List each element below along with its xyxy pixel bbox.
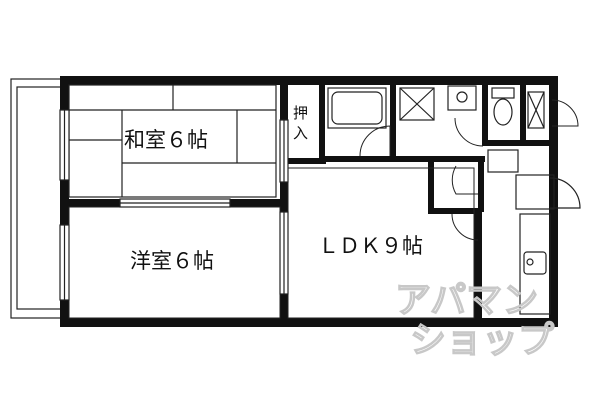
balcony bbox=[10, 78, 64, 319]
toilet bbox=[491, 87, 515, 126]
toilet-door bbox=[551, 99, 579, 127]
washing-machine bbox=[399, 87, 435, 121]
ldk-label: ＬＤＫ９帖 bbox=[318, 234, 423, 258]
bathtub bbox=[327, 87, 387, 129]
meter-box bbox=[527, 91, 545, 129]
hall-door bbox=[451, 165, 478, 195]
oshiire-label-1: 押 bbox=[293, 104, 308, 122]
watermark-line-1: アパマン bbox=[395, 280, 538, 321]
washitsu-label: 和室６帖 bbox=[124, 128, 208, 152]
yoshitsu-label: 洋室６帖 bbox=[130, 249, 214, 273]
entrance bbox=[487, 149, 581, 210]
kitchen-counter bbox=[519, 213, 551, 315]
watermark-line-2: ショップ bbox=[410, 320, 554, 361]
ldk-door bbox=[451, 213, 479, 241]
bath-door bbox=[359, 125, 391, 157]
ldk-floor bbox=[287, 167, 475, 319]
oshiire-label-2: 入 bbox=[293, 124, 308, 142]
washroom-door bbox=[454, 117, 484, 147]
wash-basin bbox=[447, 85, 477, 111]
windows bbox=[59, 109, 231, 301]
